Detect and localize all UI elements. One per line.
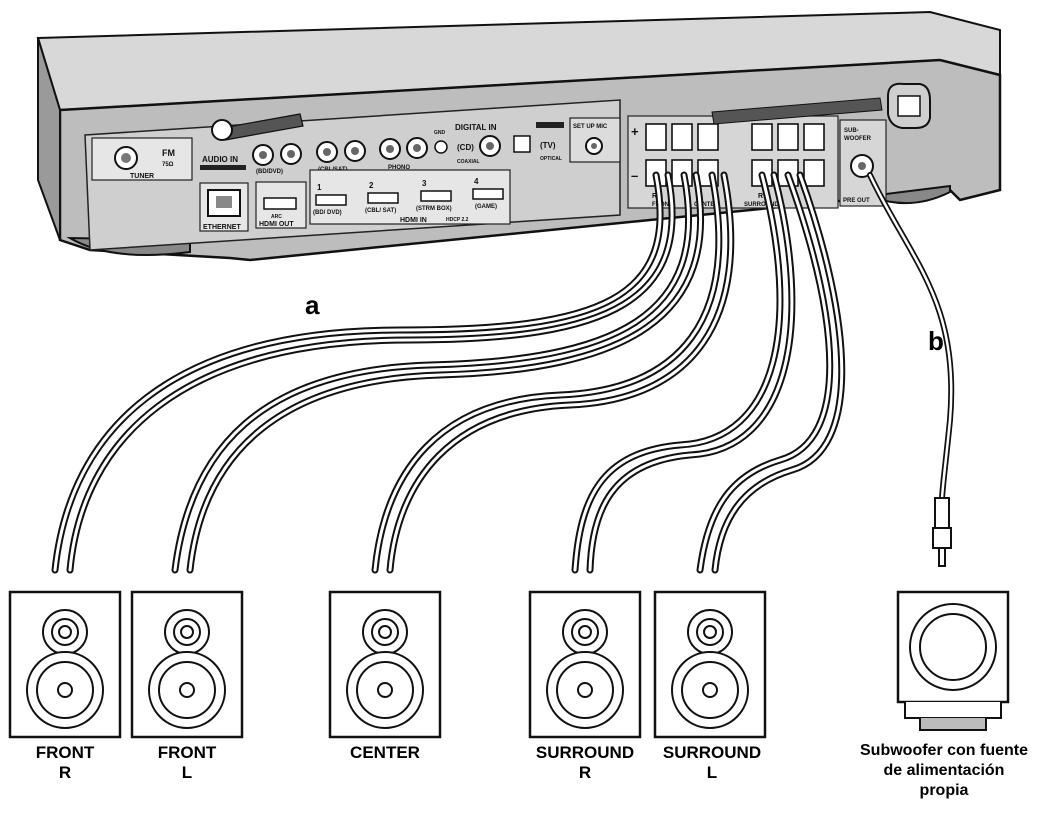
speaker-label-line2: R (58, 763, 72, 782)
surround-terminal-label: SURROUND (744, 202, 779, 208)
hdcp-label: HDCP 2.2 (446, 217, 469, 223)
speaker-cables (51, 171, 955, 574)
speaker-label-line2: R (578, 763, 592, 782)
speaker-label-line1: CENTER (350, 743, 420, 762)
cable-surround-l (696, 171, 846, 574)
speaker-surround-r (528, 590, 642, 739)
cable-subwoofer (867, 172, 955, 503)
speaker-label-center: CENTER (320, 743, 450, 763)
subwoofer-label-line1: Subwoofer con fuente (860, 742, 1028, 759)
hdmi-port-2-name: (CBL/ SAT) (365, 208, 396, 214)
hdmi-port-2-num: 2 (369, 181, 374, 190)
front-r-label: R (652, 193, 657, 200)
speaker-label-line2: L (181, 763, 193, 782)
subwoofer (896, 590, 1010, 731)
cable-front-r (51, 171, 676, 574)
hdmi-port-3-name: (STRM BOX) (416, 206, 452, 212)
subwoofer-label-line3: propia (919, 782, 969, 799)
speaker-label-line1: FRONT (157, 743, 217, 762)
ethernet-label: ETHERNET (203, 224, 241, 231)
speakers (8, 590, 1010, 739)
speaker-label-line1: FRONT (35, 743, 95, 762)
fm-ohm-label: 75Ω (162, 162, 174, 168)
woofer-label: WOOFER (844, 136, 872, 142)
sub-label: SUB- (844, 128, 859, 134)
hdmi-port-4-name: (GAME) (475, 204, 497, 210)
speaker-front-r (8, 590, 122, 739)
cable-label-a: a (305, 290, 320, 320)
tv-label: (TV) (540, 141, 556, 150)
speaker-label-surround-r: SURROUND R (515, 743, 655, 783)
subwoofer-label: Subwoofer con fuente de alimentación pro… (832, 741, 1056, 801)
setup-mic-label: SET UP MIC (573, 124, 608, 130)
optical-label: OPTICAL (540, 156, 562, 162)
speaker-label-line1: SURROUND (662, 743, 762, 762)
center-terminal-label: CENTER (694, 202, 719, 208)
cd-label: (CD) (457, 143, 474, 152)
speaker-center (328, 590, 442, 739)
cable-surround-r (571, 171, 796, 574)
av-receiver: FM 75Ω TUNER AUDIO IN (BD/DVD) (CBL/SAT)… (36, 10, 1002, 262)
surround-r-label: R (758, 193, 763, 200)
speaker-surround-l (653, 590, 767, 739)
rca-plug (932, 497, 952, 567)
plus-label: + (631, 124, 639, 139)
cable-front-l (171, 171, 704, 574)
speaker-label-front-l: FRONT L (127, 743, 247, 783)
cable-center (371, 171, 735, 574)
hdmi-port-1-num: 1 (317, 183, 322, 192)
speaker-label-line1: SURROUND (535, 743, 635, 762)
tuner-label: TUNER (130, 173, 154, 180)
hdmi-port-4-num: 4 (474, 177, 479, 186)
hdmi-in-label: HDMI IN (400, 217, 427, 224)
phono-label: PHONO (388, 165, 410, 171)
digital-in-label: DIGITAL IN (455, 123, 497, 132)
audio-in-label: AUDIO IN (202, 155, 238, 164)
hdmi-port-3-num: 3 (422, 179, 427, 188)
hdmi-out-label: HDMI OUT (259, 221, 294, 228)
speaker-label-front-r: FRONT R (5, 743, 125, 783)
speaker-label-surround-l: SURROUND L (642, 743, 782, 783)
minus-label: – (631, 168, 638, 183)
gnd-label: GND (434, 130, 446, 136)
hdmi-port-1-name: (BD/ DVD) (313, 210, 342, 216)
pre-out-label: PRE OUT (843, 198, 870, 204)
fm-label: FM (162, 148, 175, 158)
subwoofer-label-line2: de alimentación (883, 762, 1005, 779)
cable-label-b: b (928, 326, 944, 356)
arc-label: ARC (271, 214, 282, 220)
coaxial-label: COAXIAL (457, 159, 480, 165)
rca-jacks (252, 137, 448, 166)
hdmi-in-ports: 1 (BD/ DVD) 2 (CBL/ SAT) 3 (STRM BOX) 4 … (313, 177, 504, 216)
speaker-front-l (130, 590, 244, 739)
audio-bd-label: (BD/DVD) (256, 169, 283, 175)
speaker-label-line2: L (706, 763, 718, 782)
